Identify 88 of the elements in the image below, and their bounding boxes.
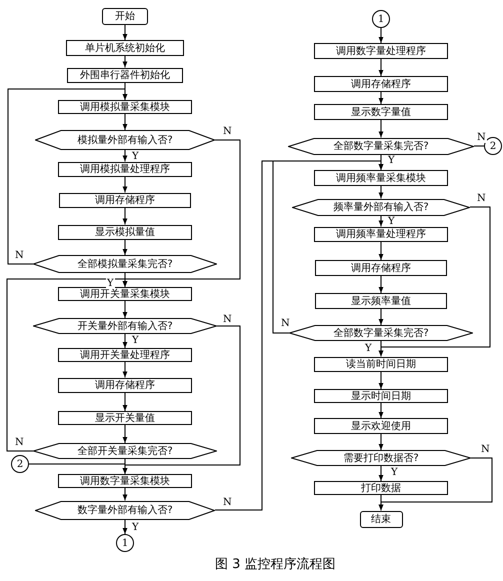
arrow — [6, 278, 128, 452]
arrow — [122, 56, 128, 68]
arrow — [378, 308, 384, 326]
arrow — [378, 186, 384, 199]
arrow — [122, 207, 128, 225]
arrow — [378, 466, 384, 482]
process-box: 调用数字量处理程序 — [314, 43, 448, 59]
process-box: 显示模拟量值 — [58, 224, 192, 240]
process-box: 调用存储程序 — [59, 192, 191, 208]
arrow — [122, 519, 128, 534]
edge-label: Y — [106, 278, 115, 289]
decision-diamond: 开关量外部有输入否? — [33, 318, 217, 334]
arrow — [378, 494, 384, 511]
edge-label: Y — [364, 343, 373, 354]
arrow — [378, 434, 384, 450]
arrow — [378, 215, 384, 227]
arrow — [122, 488, 128, 501]
arrow — [378, 340, 384, 357]
connector-circle: 1 — [372, 10, 390, 28]
process-box: 单片机系统初始化 — [66, 40, 184, 56]
edge-label: N — [280, 318, 291, 329]
decision-diamond: 全部数字量采集完否? — [289, 325, 473, 341]
process-box: 显示频率量值 — [315, 293, 447, 309]
process-box: 调用存储程序 — [58, 378, 192, 392]
edge-label: Y — [387, 155, 396, 166]
edge-label: Y — [390, 467, 399, 478]
edge-label: Y — [131, 522, 140, 533]
decision-diamond: 全部开关量采集完否? — [33, 443, 217, 459]
terminal-box: 开始 — [102, 8, 148, 24]
arrow — [122, 334, 128, 348]
arrow — [272, 160, 384, 334]
caption: 图 3 监控程序流程图 — [215, 556, 336, 573]
decision-diamond: 模拟量外部有输入否? — [35, 130, 215, 150]
process-box: 调用开关量处理程序 — [58, 348, 192, 362]
edge-label: N — [14, 250, 25, 261]
arrow — [378, 120, 384, 138]
edge-label: N — [14, 437, 25, 448]
arrow — [378, 241, 384, 260]
arrow — [378, 28, 384, 44]
process-box: 外围串行器件初始化 — [67, 68, 183, 82]
edge-label: Y — [131, 335, 140, 346]
process-box: 显示欢迎使用 — [314, 418, 448, 434]
process-box: 调用频率量处理程序 — [314, 226, 448, 242]
edge-label: Y — [387, 216, 396, 227]
edge-label: N — [222, 497, 233, 508]
process-box: 调用模拟量采集模块 — [58, 100, 192, 114]
arrow — [378, 276, 384, 294]
decision-diamond: 频率量外部有输入否? — [292, 198, 470, 216]
arrow — [122, 239, 128, 256]
process-box: 调用存储程序 — [315, 260, 447, 276]
terminal-box: 结束 — [360, 510, 402, 528]
process-box: 显示数字量值 — [314, 104, 448, 120]
decision-diamond: 数字量外部有输入否? — [35, 500, 215, 520]
arrow — [122, 176, 128, 193]
arrow — [122, 150, 128, 162]
process-box: 调用存储程序 — [314, 76, 448, 92]
decision-diamond: 全部模拟量采集完否? — [33, 255, 217, 273]
arrow — [378, 92, 384, 104]
arrow — [378, 58, 384, 76]
edge-label: N — [476, 193, 487, 204]
connector-circle: 2 — [484, 137, 502, 155]
connector-circle: 2 — [11, 455, 29, 473]
edge-label: N — [476, 132, 487, 143]
arrow — [8, 88, 128, 264]
decision-diamond: 需要打印数据否? — [291, 450, 471, 466]
edge-label: N — [480, 444, 491, 455]
process-box: 调用开关量采集模块 — [58, 287, 192, 301]
edge-label: N — [222, 126, 233, 137]
arrow — [122, 24, 128, 40]
process-box: 调用模拟量处理程序 — [58, 162, 192, 176]
arrow — [122, 300, 128, 318]
arrow — [378, 371, 384, 390]
edge-label: Y — [131, 151, 140, 162]
arrow — [122, 392, 128, 412]
process-box: 调用频率量采集模块 — [314, 170, 448, 186]
arrow — [122, 362, 128, 378]
connector-circle: 1 — [116, 534, 134, 552]
process-box: 打印数据 — [314, 481, 448, 495]
arrow — [122, 424, 128, 444]
arrow — [122, 114, 128, 130]
arrow — [122, 458, 128, 474]
process-box: 显示时间日期 — [314, 389, 448, 403]
process-box: 读当前时间日期 — [314, 356, 448, 372]
arrow — [378, 402, 384, 418]
process-box: 显示开关量值 — [58, 411, 192, 425]
edge-label: N — [222, 314, 233, 325]
process-box: 调用数字量采集模块 — [58, 474, 192, 488]
decision-diamond: 全部数字量采集完否? — [288, 138, 474, 154]
